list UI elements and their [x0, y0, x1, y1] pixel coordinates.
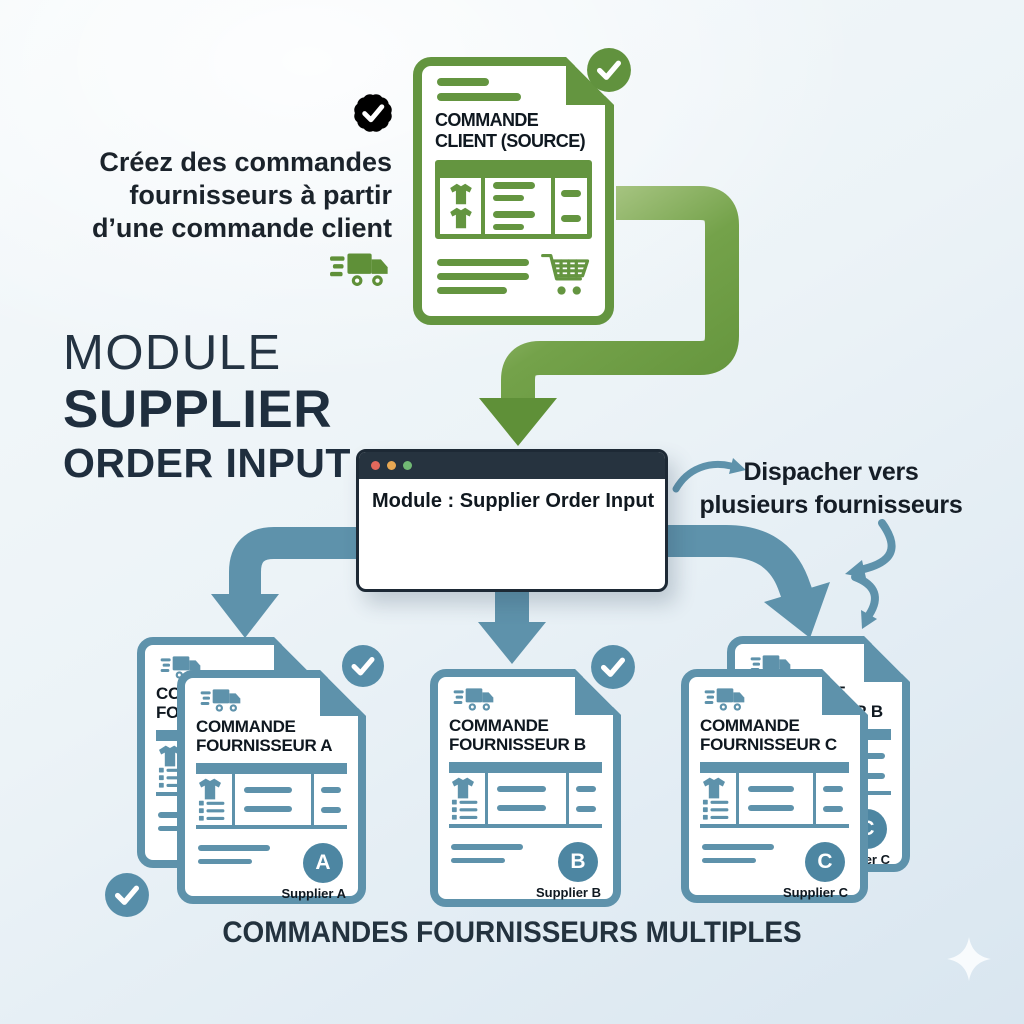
dispatch-line1: Dispacher vers [743, 458, 919, 486]
tshirt-icon [197, 778, 223, 800]
supplier-doc-a: COMMANDE FOURNISSEUR A A Supplier A [177, 670, 366, 904]
doc-title-line1: COMMANDE [449, 716, 549, 735]
check-circle-icon [586, 47, 632, 93]
doc-footer [435, 249, 592, 298]
item-list-icon [701, 799, 731, 821]
supplier-label: Supplier A [281, 886, 346, 901]
client-doc-title-line1: COMMANDE [435, 110, 539, 130]
order-items-table [435, 160, 592, 239]
tagline-line1: Créez des commandes [99, 147, 392, 177]
dispatch-line2: plusieurs fournisseurs [699, 491, 963, 519]
check-circle-icon [341, 644, 385, 688]
supplier-badge: C [805, 842, 845, 882]
check-circle-icon [104, 872, 150, 918]
bottom-caption: COMMANDES FOURNISSEURS MULTIPLES [222, 916, 802, 949]
delivery-truck-icon [700, 685, 752, 713]
supplier-label: Supplier C [782, 885, 848, 900]
doc-title-line1: COMMANDE [196, 717, 296, 736]
module-title: MODULE SUPPLIER ORDER INPUT [63, 326, 351, 487]
delivery-truck-icon [449, 685, 501, 713]
tagline-line2: fournisseurs à partir [129, 180, 392, 210]
tshirt-icon [449, 183, 473, 205]
dispatch-note: Dispacher vers plusieurs fournisseurs [688, 456, 974, 522]
window-titlebar [359, 452, 665, 479]
supplier-badge: B [558, 842, 598, 882]
tshirt-icon [450, 777, 476, 799]
verified-seal-icon [350, 90, 396, 136]
doc-header-lines [437, 78, 592, 101]
window-minimize-icon[interactable] [387, 461, 396, 470]
promo-tagline: Créez des commandes fournisseurs à parti… [80, 146, 392, 245]
check-circle-icon [590, 644, 636, 690]
green-flow-arrow [479, 186, 739, 446]
tagline-line3: d’une commande client [91, 213, 392, 243]
window-maximize-icon[interactable] [403, 461, 412, 470]
supplier-doc-b: COMMANDE FOURNISSEUR B B Supplier B [430, 669, 621, 907]
tshirt-icon [449, 207, 473, 229]
client-order-doc: COMMANDE CLIENT (SOURCE) [413, 57, 614, 325]
supplier-doc-c: COMMANDE FOURNISSEUR C C Supplier C [681, 669, 868, 903]
module-window: Module : Supplier Order Input [356, 449, 668, 592]
doc-title-line1: COMMANDE [700, 716, 800, 735]
supplier-label: Supplier B [535, 885, 601, 900]
doc-title-line2: FOURNISSEUR C [700, 735, 837, 754]
shopping-cart-icon [540, 249, 592, 298]
module-title-line2: SUPPLIER [63, 380, 333, 439]
client-doc-title-line2: CLIENT (SOURCE) [435, 131, 585, 151]
window-close-icon[interactable] [371, 461, 380, 470]
blue-dispatch-arrows [211, 458, 896, 664]
delivery-truck-icon [330, 247, 392, 291]
doc-title-line2: FOURNISSEUR B [449, 735, 586, 754]
doc-title-line2: FOURNISSEUR A [196, 736, 333, 755]
client-doc-title: COMMANDE CLIENT (SOURCE) [435, 110, 592, 152]
window-title: Module : Supplier Order Input [372, 490, 655, 512]
item-list-icon [450, 799, 480, 821]
tshirt-icon [701, 777, 727, 799]
module-title-line3: ORDER INPUT [63, 440, 351, 486]
supplier-badge: A [303, 843, 343, 883]
delivery-truck-icon [196, 686, 248, 714]
sparkle-icon [946, 936, 992, 982]
module-title-line1: MODULE [63, 326, 282, 380]
item-list-icon [197, 800, 227, 822]
